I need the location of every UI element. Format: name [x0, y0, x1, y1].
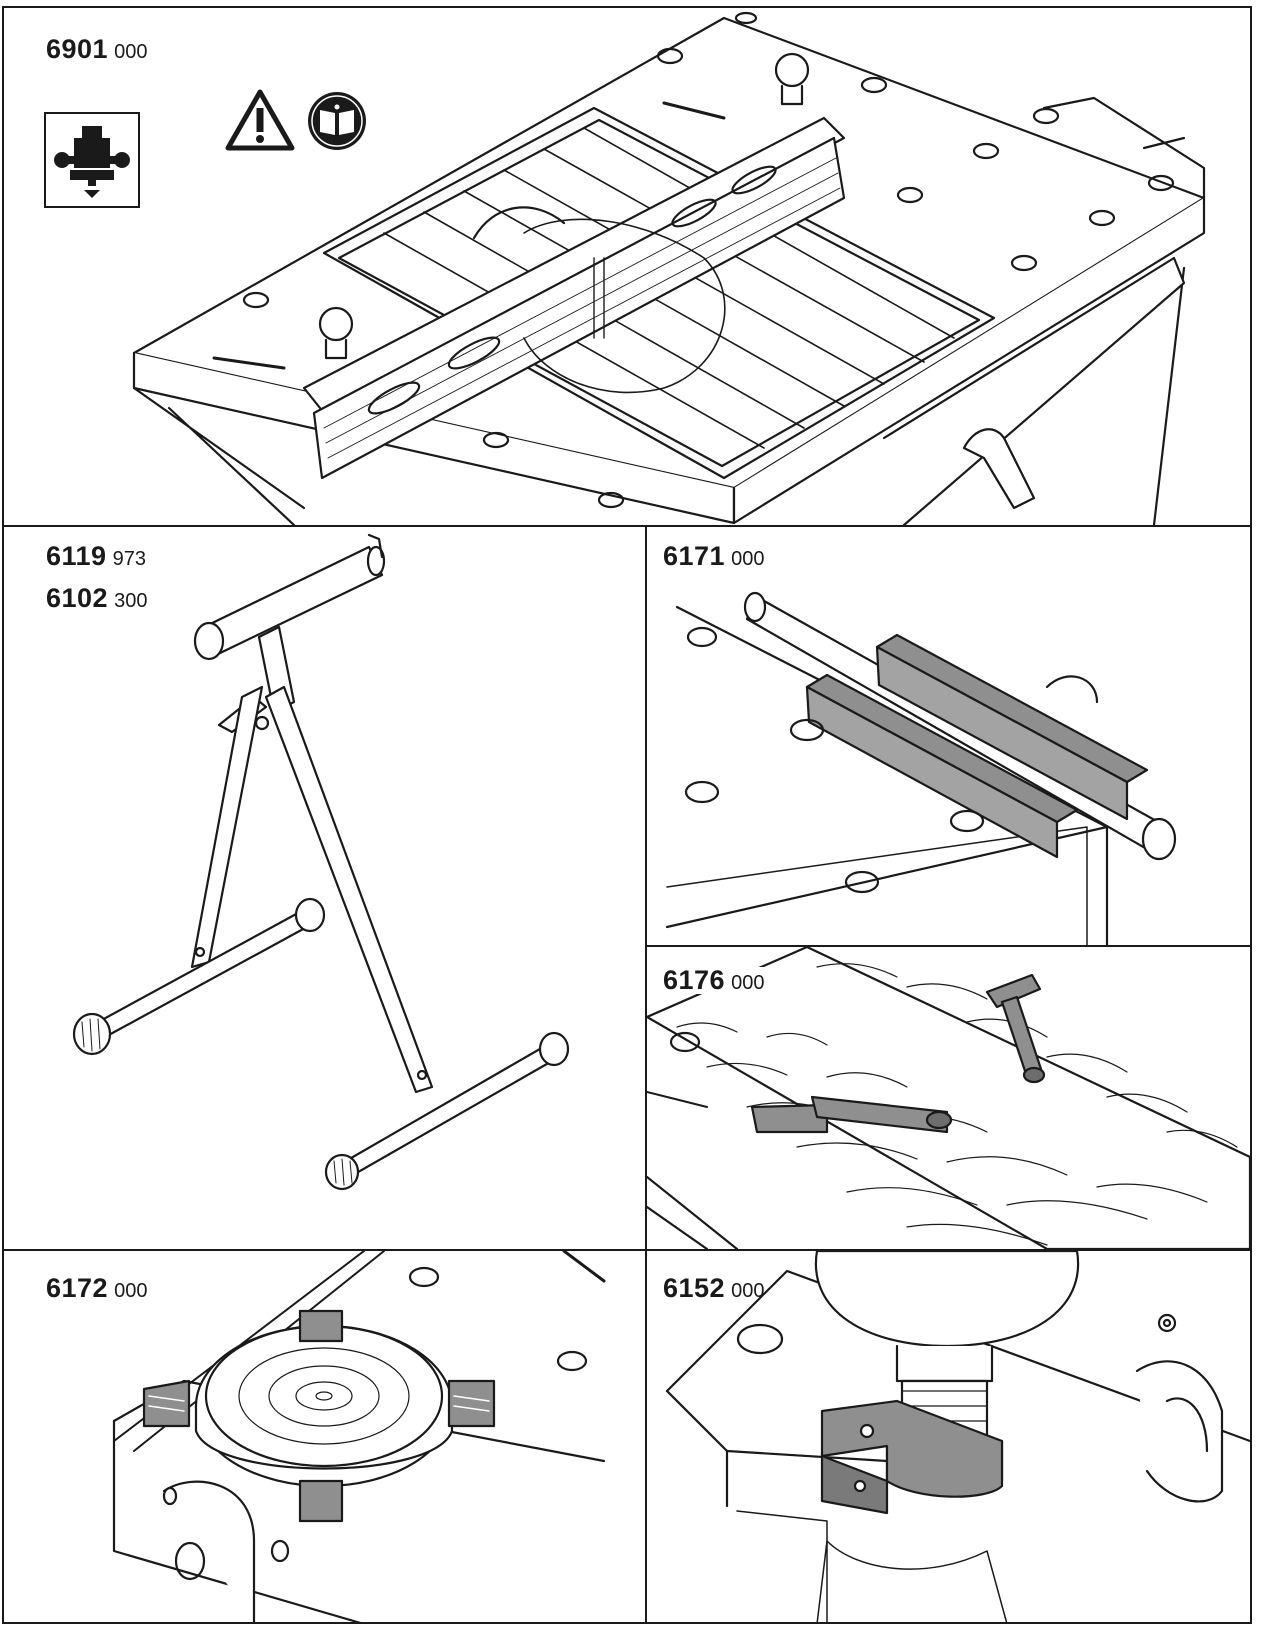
product-number: 6171: [663, 541, 726, 571]
product-number: 6901: [46, 34, 109, 64]
product-suffix: 000: [731, 972, 765, 994]
divider-right-middle: [645, 945, 1252, 947]
product-suffix: 000: [114, 1280, 148, 1302]
product-number: 6152: [663, 1273, 726, 1303]
drill-holder-illustration: [665, 1251, 1250, 1624]
hold-down-illustration: [647, 947, 1250, 1249]
router-table-illustration: [132, 11, 1206, 525]
divider-vertical: [645, 525, 647, 1624]
product-number: 6172: [46, 1273, 109, 1303]
product-suffix: 000: [114, 41, 148, 63]
product-suffix: 300: [114, 590, 148, 612]
product-number: 6176: [663, 965, 726, 995]
product-number: 6119: [46, 541, 107, 571]
router-icon: [44, 112, 140, 208]
product-suffix: 000: [731, 1280, 765, 1302]
read-manual-icon: [306, 90, 368, 152]
warning-icon: [224, 88, 296, 152]
catalog-frame: [2, 6, 1252, 1624]
roller-stand-illustration: [72, 533, 570, 1191]
product-suffix: 000: [731, 548, 765, 570]
divider-horizontal-top: [2, 525, 1252, 527]
divider-horizontal-bottom: [2, 1249, 1252, 1251]
round-clamp-illustration: [112, 1251, 606, 1624]
stop-rail-illustration: [665, 591, 1177, 945]
product-number: 6102: [46, 583, 109, 613]
product-suffix: 973: [112, 548, 146, 570]
